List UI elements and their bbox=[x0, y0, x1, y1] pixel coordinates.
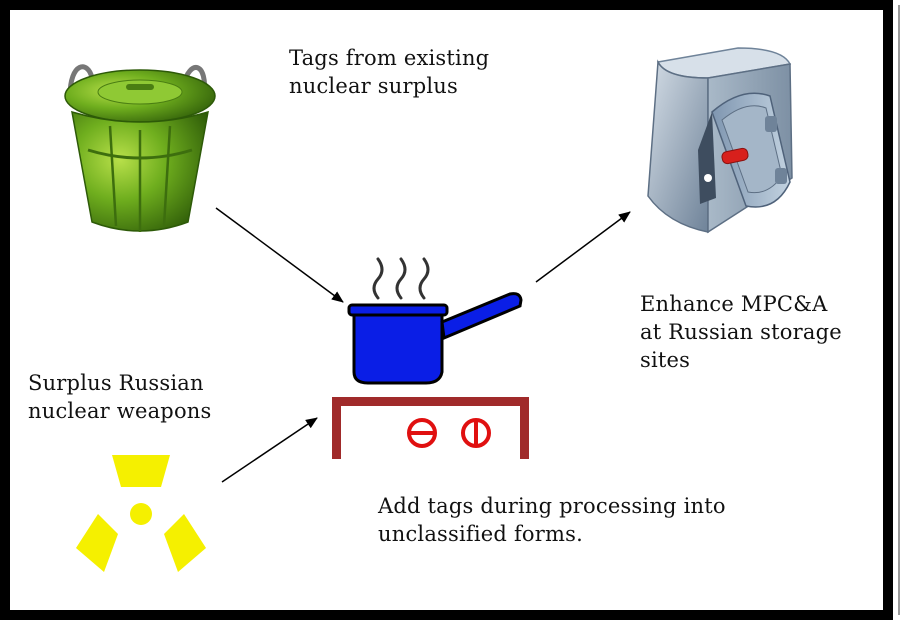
arrow-radiation-to-stove bbox=[221, 417, 318, 483]
stove-knob-right-icon bbox=[461, 418, 491, 448]
arrow-trash-to-pot bbox=[215, 207, 344, 303]
steam-icon bbox=[372, 257, 430, 300]
caption-tags-from-existing-surplus: Tags from existing nuclear surplus bbox=[289, 46, 490, 98]
caption-enhance-mpca: Enhance MPC&A at Russian storage sites bbox=[640, 292, 842, 372]
arrow-pot-to-safe bbox=[535, 211, 631, 283]
stove-knob-left-icon bbox=[407, 418, 437, 448]
radiation-icon bbox=[76, 455, 206, 572]
trash-can-icon bbox=[64, 64, 216, 232]
safe-icon bbox=[647, 47, 793, 234]
caption-surplus-russian-weapons: Surplus Russian nuclear weapons bbox=[28, 371, 212, 423]
caption-add-tags-processing: Add tags during processing into unclassi… bbox=[378, 494, 726, 546]
cooking-pot-icon bbox=[347, 292, 523, 385]
stove-icon bbox=[332, 397, 529, 459]
